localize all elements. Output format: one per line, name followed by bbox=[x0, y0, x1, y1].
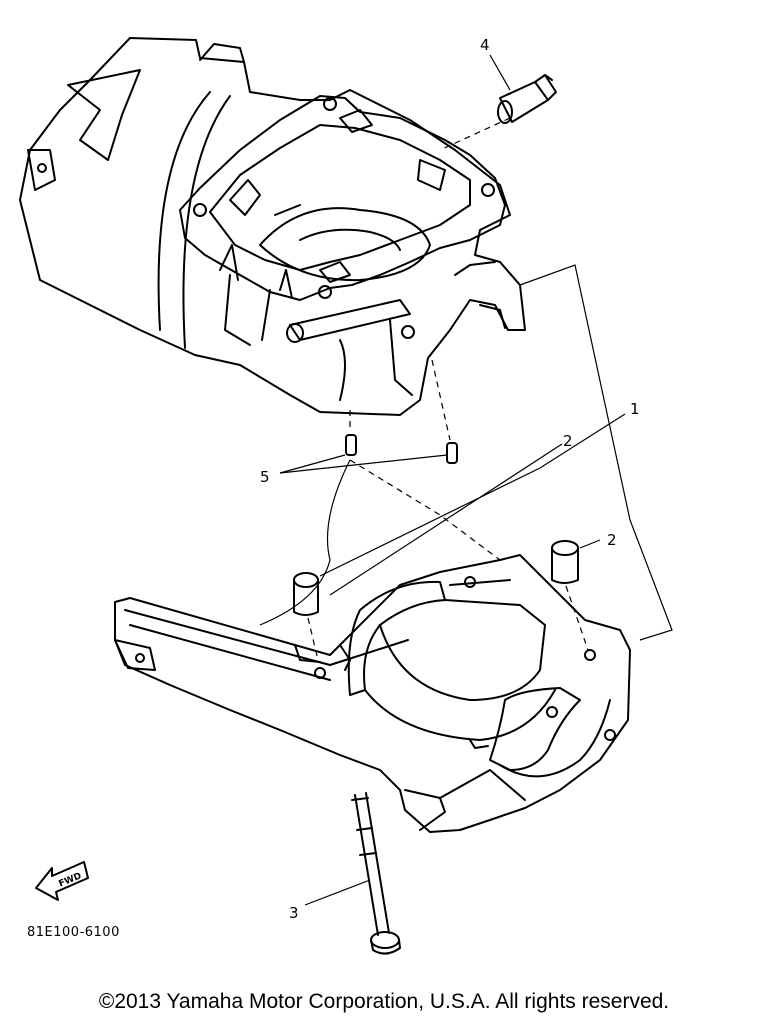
bracket-line bbox=[519, 264, 673, 641]
dashed-line bbox=[307, 617, 319, 661]
dashed-line bbox=[349, 459, 501, 561]
callout-2: 2 bbox=[607, 531, 617, 549]
callout-3: 3 bbox=[289, 904, 299, 922]
leader-line bbox=[304, 879, 371, 906]
align-arc bbox=[259, 459, 351, 626]
callout-5: 5 bbox=[260, 468, 270, 486]
dashed-line bbox=[439, 117, 511, 151]
callout-4: 4 bbox=[480, 36, 490, 54]
part-5-dowel-pins bbox=[345, 434, 458, 464]
figure-code: 81E100-6100 bbox=[27, 925, 120, 940]
dashed-line bbox=[565, 585, 589, 651]
copyright-footer: ©2013 Yamaha Motor Corporation, U.S.A. A… bbox=[98, 990, 670, 1013]
fwd-arrow-icon: FWD bbox=[35, 861, 89, 901]
part-2-bushings bbox=[293, 540, 579, 616]
leader-line bbox=[579, 539, 601, 549]
part-4-fitting bbox=[497, 74, 557, 124]
parts-diagram: 4 1 2 2 5 3 FWD 81E100-6100 bbox=[19, 36, 673, 955]
leader-line bbox=[279, 454, 448, 474]
callout-2: 2 bbox=[563, 432, 573, 450]
dashed-line bbox=[431, 359, 451, 441]
leader-line bbox=[319, 413, 626, 577]
leader-line bbox=[489, 54, 511, 91]
leader-line bbox=[279, 454, 346, 474]
upper-crankcase bbox=[19, 37, 526, 416]
part-3-bolt bbox=[351, 792, 401, 955]
callout-1: 1 bbox=[630, 400, 640, 418]
lower-crankcase bbox=[114, 554, 631, 833]
